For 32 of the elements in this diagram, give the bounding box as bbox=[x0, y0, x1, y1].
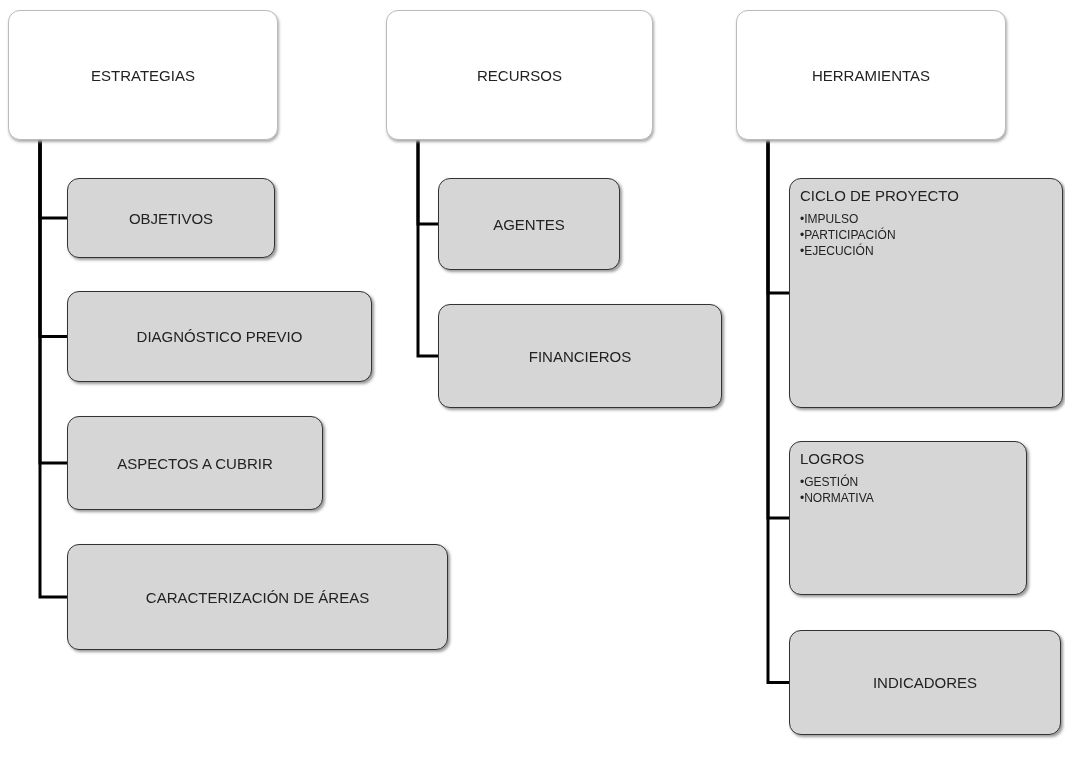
box-title: LOGROS bbox=[800, 450, 865, 467]
bullet-item: •EJECUCIÓN bbox=[800, 244, 874, 258]
box-title: INDICADORES bbox=[872, 674, 978, 691]
box-title: OBJETIVOS bbox=[128, 209, 214, 227]
box-title: CARACTERIZACIÓN DE ÁREAS bbox=[145, 588, 370, 606]
bullet-item: •IMPULSO bbox=[800, 212, 859, 226]
category-box bbox=[8, 10, 278, 140]
topic-box bbox=[67, 544, 448, 650]
box-title: RECURSOS bbox=[477, 66, 562, 84]
bullet-item: •GESTIÓN bbox=[800, 475, 859, 489]
bullet-item: •NORMATIVA bbox=[800, 491, 874, 505]
box-title: ASPECTOS A CUBRIR bbox=[117, 454, 273, 472]
topic-box bbox=[438, 178, 620, 270]
topic-box bbox=[438, 304, 722, 408]
topic-box bbox=[789, 178, 1063, 408]
box-title: HERRAMIENTAS bbox=[811, 66, 931, 84]
connector-line bbox=[766, 140, 789, 684]
box-title: AGENTES bbox=[493, 215, 565, 233]
topic-box bbox=[67, 416, 323, 510]
topic-box bbox=[789, 630, 1061, 735]
topic-box bbox=[789, 441, 1027, 595]
topic-box bbox=[67, 178, 275, 258]
box-title: ESTRATEGIAS bbox=[91, 66, 195, 84]
box-title: FINANCIEROS bbox=[528, 347, 632, 365]
box-title: CICLO DE PROYECTO bbox=[800, 187, 959, 204]
category-box bbox=[386, 10, 653, 140]
bullet-item: •PARTICIPACIÓN bbox=[800, 228, 896, 242]
topic-box bbox=[67, 291, 372, 382]
connector-line bbox=[416, 140, 438, 358]
box-title: DIAGNÓSTICO PREVIO bbox=[136, 328, 303, 345]
category-box bbox=[736, 10, 1006, 140]
connector-line bbox=[38, 140, 67, 599]
